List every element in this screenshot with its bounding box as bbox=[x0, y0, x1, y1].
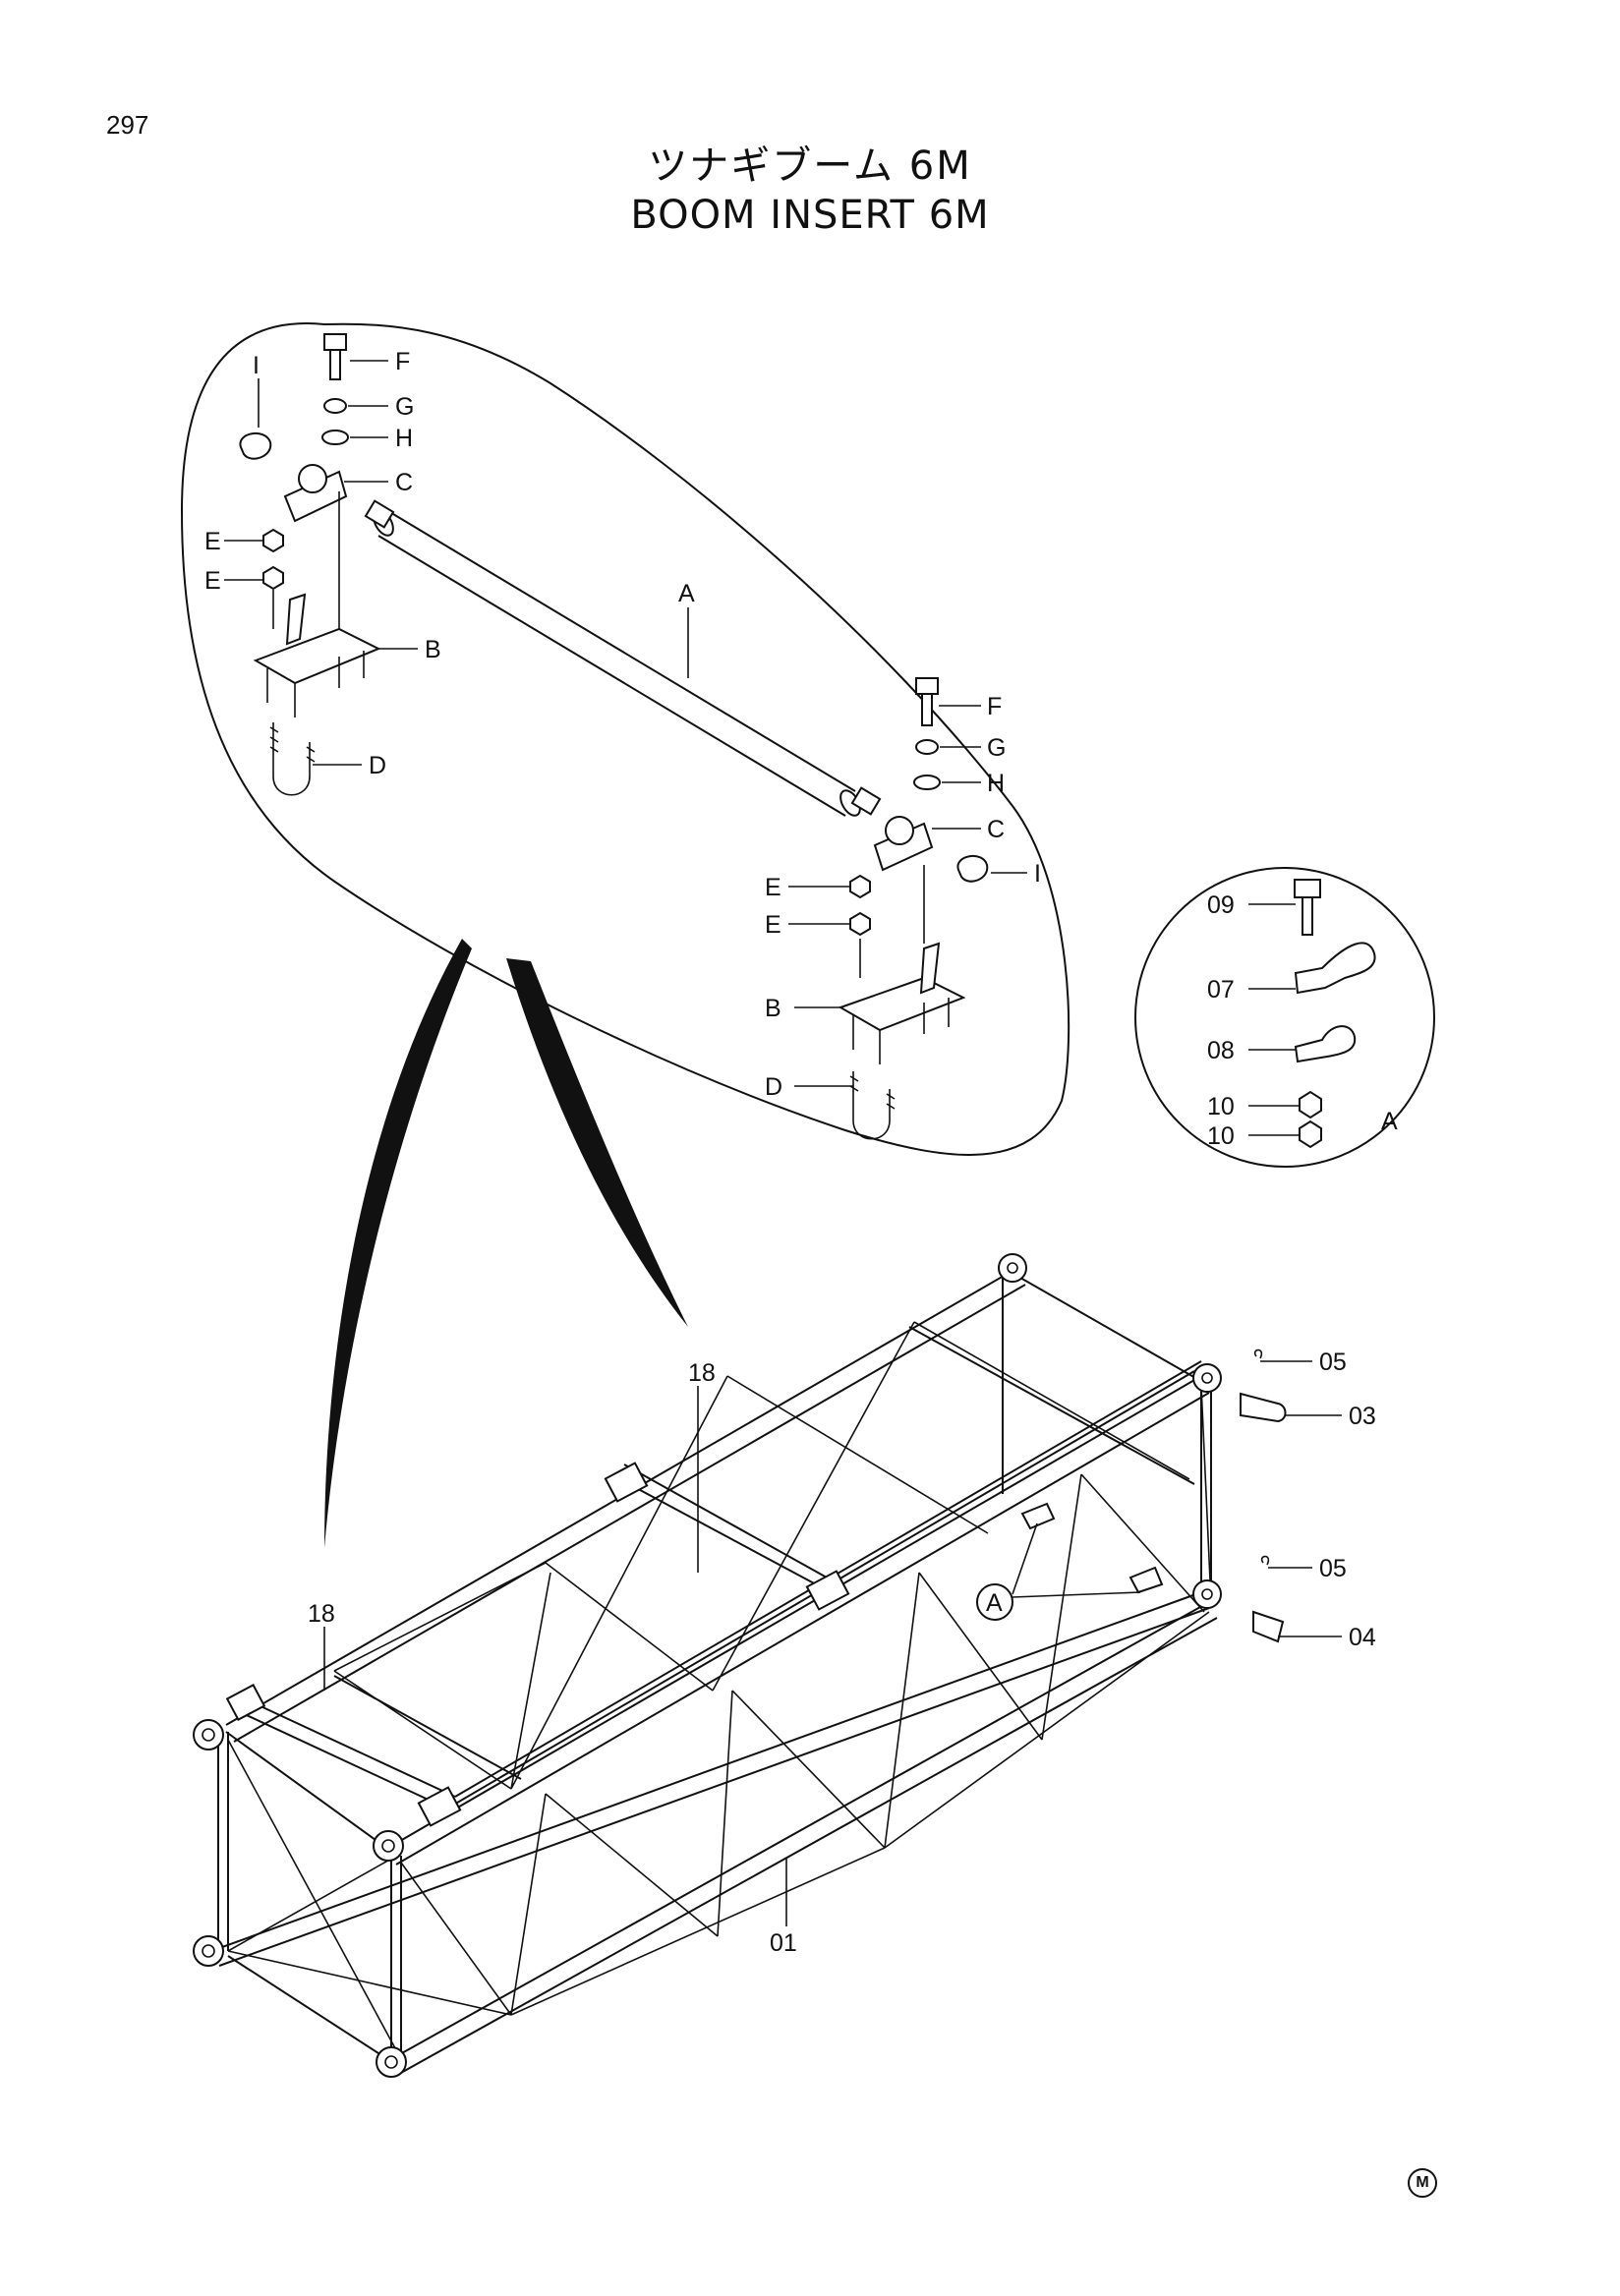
circle-detail-parts bbox=[1248, 879, 1376, 1149]
manufacturer-mark: M bbox=[1408, 2168, 1437, 2198]
label-top-e4: E bbox=[765, 911, 781, 939]
spring-washer-g-left bbox=[323, 398, 347, 414]
u-bolt-d-right bbox=[852, 1071, 891, 1140]
nut-e-right-1 bbox=[849, 874, 871, 899]
label-top-h1: H bbox=[395, 425, 413, 452]
page-number: 297 bbox=[106, 110, 149, 140]
label-circle-08: 08 bbox=[1207, 1037, 1235, 1064]
u-bolt-d-left bbox=[272, 722, 311, 796]
shaft-part-a bbox=[364, 499, 882, 817]
leader-tail-left bbox=[324, 939, 472, 1548]
label-top-a: A bbox=[678, 580, 695, 607]
label-top-i2: I bbox=[1034, 860, 1041, 888]
end-lugs bbox=[193, 1253, 1222, 2078]
washer-h-left bbox=[321, 430, 349, 445]
label-top-e1: E bbox=[204, 528, 221, 555]
label-top-b1: B bbox=[425, 636, 441, 663]
right-hardware-cluster bbox=[838, 677, 989, 1140]
bracket-b-right bbox=[838, 976, 966, 1032]
main-leader-lines bbox=[323, 1360, 1342, 1926]
callout-circle-a bbox=[976, 1583, 1013, 1621]
label-main-01: 01 bbox=[770, 1929, 797, 1957]
label-main-03: 03 bbox=[1349, 1403, 1376, 1430]
washer-h-right bbox=[913, 775, 941, 790]
bolt-head-f-left bbox=[323, 333, 347, 351]
top-leader-lines bbox=[224, 360, 1027, 1087]
label-main-a: A bbox=[986, 1589, 1003, 1617]
label-circle-10b: 10 bbox=[1207, 1122, 1235, 1150]
bolt-head-f-right bbox=[915, 677, 939, 695]
top-balloon-labels: F G H C I E E B D A F G H C I E E B D bbox=[204, 348, 1041, 1101]
bolt-shank-f-left bbox=[329, 349, 341, 380]
label-top-c2: C bbox=[987, 816, 1005, 843]
label-top-e2: E bbox=[204, 567, 221, 595]
clip-i-left bbox=[239, 432, 272, 460]
label-top-e3: E bbox=[765, 874, 781, 901]
label-top-d1: D bbox=[369, 752, 386, 779]
label-main-05-bottom: 05 bbox=[1319, 1555, 1347, 1582]
bracket-b-left bbox=[253, 627, 381, 685]
label-main-18-top: 18 bbox=[688, 1359, 716, 1387]
label-circle-a: A bbox=[1381, 1108, 1398, 1135]
label-main-05-top: 05 bbox=[1319, 1349, 1347, 1376]
label-top-h2: H bbox=[987, 770, 1005, 797]
label-circle-09: 09 bbox=[1207, 891, 1235, 919]
label-top-i1: I bbox=[253, 352, 260, 379]
label-circle-10a: 10 bbox=[1207, 1093, 1235, 1120]
label-top-d2: D bbox=[765, 1073, 782, 1101]
left-hardware-cluster bbox=[239, 333, 381, 796]
bolt-shank-f-right bbox=[921, 693, 933, 726]
spring-washer-g-right bbox=[915, 739, 939, 755]
boom-frame bbox=[210, 1267, 1218, 2075]
label-top-g1: G bbox=[395, 393, 414, 421]
clip-i-right bbox=[956, 855, 989, 883]
title-english: BOOM INSERT 6M bbox=[630, 193, 990, 238]
main-labels: 18 18 05 03 05 04 01 A bbox=[308, 1349, 1376, 1957]
circle-detail-labels: 09 07 08 10 10 A bbox=[1207, 891, 1398, 1150]
leader-tail-right bbox=[506, 958, 688, 1327]
label-top-b2: B bbox=[765, 995, 781, 1022]
title-japanese: ツナギブーム 6M bbox=[648, 144, 972, 189]
label-top-g2: G bbox=[987, 734, 1006, 762]
label-top-c1: C bbox=[395, 469, 413, 496]
nut-e-left-1 bbox=[262, 528, 284, 553]
pins-right bbox=[1020, 1349, 1287, 1643]
detail-balloon-outline bbox=[180, 322, 1070, 1156]
nut-e-right-2 bbox=[849, 911, 871, 937]
nut-e-left-2 bbox=[262, 565, 284, 591]
support-shafts bbox=[235, 1360, 1202, 1809]
shaft-mount-brackets bbox=[225, 1462, 850, 1827]
detail-circle-a bbox=[1134, 867, 1435, 1168]
label-main-18-left: 18 bbox=[308, 1600, 335, 1628]
label-circle-07: 07 bbox=[1207, 976, 1235, 1004]
label-top-f2: F bbox=[987, 693, 1002, 720]
label-top-f1: F bbox=[395, 348, 410, 375]
label-main-04: 04 bbox=[1349, 1624, 1376, 1651]
